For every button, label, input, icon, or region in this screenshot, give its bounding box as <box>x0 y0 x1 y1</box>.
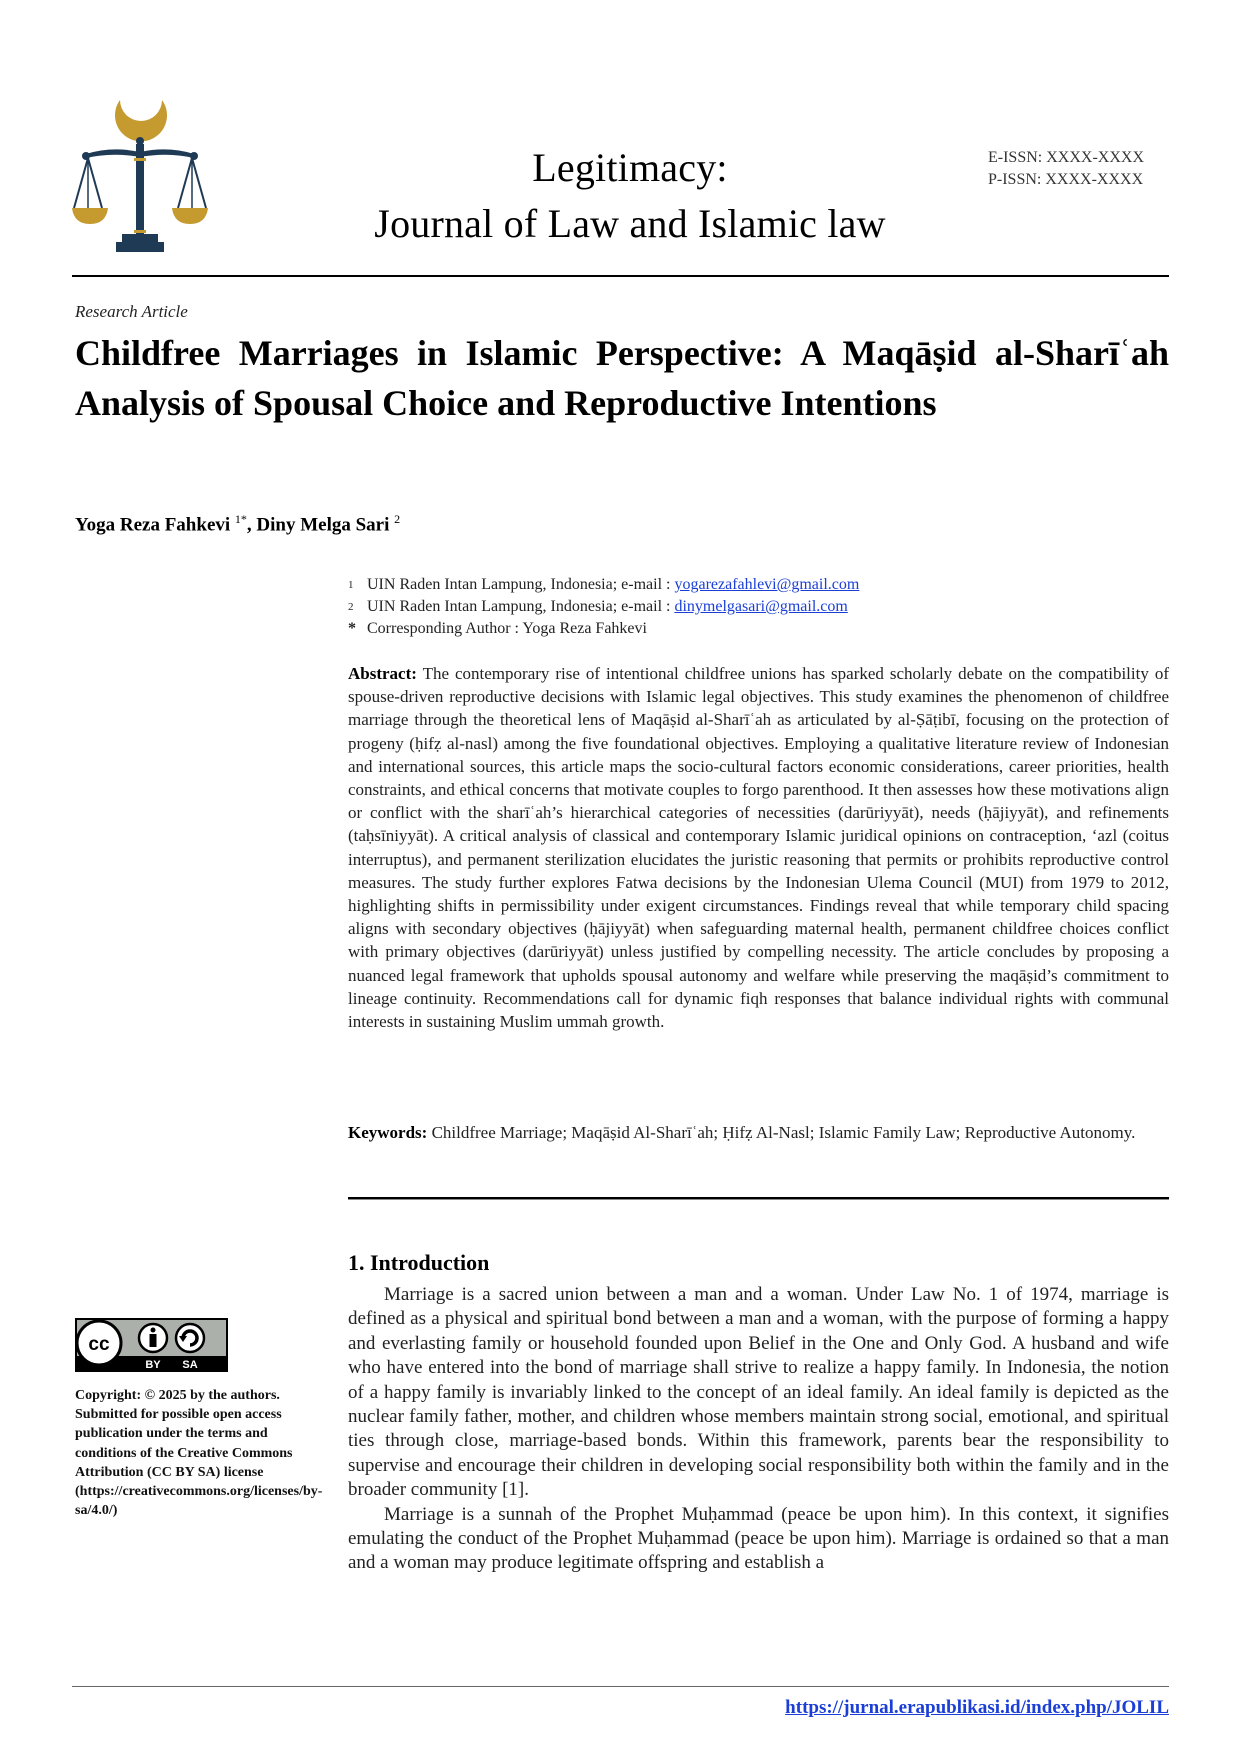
journal-url-link[interactable]: https://jurnal.erapublikasi.id/index.php… <box>785 1697 1169 1718</box>
author-email-link[interactable]: yogarezafahlevi@gmail.com <box>674 576 860 593</box>
author-marks: 2 <box>394 512 401 526</box>
issn-block: E-ISSN: XXXX-XXXX P-ISSN: XXXX-XXXX <box>988 147 1144 191</box>
journal-name-line1: Legitimacy: <box>532 145 728 190</box>
scales-of-justice-crescent-icon <box>72 100 208 252</box>
by-label: BY <box>145 1359 161 1371</box>
keywords-text: Childfree Marriage; Maqāṣid Al-Sharīʿah;… <box>431 1123 1136 1142</box>
author-list: Yoga Reza Fahkevi 1*, Diny Melga Sari 2 <box>75 512 400 536</box>
keywords: Keywords: Childfree Marriage; Maqāṣid Al… <box>348 1121 1169 1144</box>
affiliation-item: 2 UIN Raden Intan Lampung, Indonesia; e-… <box>348 596 859 618</box>
keywords-label: Keywords: <box>348 1123 428 1142</box>
body-paragraph: Marriage is a sunnah of the Prophet Muḥa… <box>348 1503 1169 1574</box>
journal-name-line2: Journal of Law and Islamic law <box>374 201 886 246</box>
affiliation-item: 1 UIN Raden Intan Lampung, Indonesia; e-… <box>348 574 859 596</box>
introduction-body: Marriage is a sacred union between a man… <box>348 1283 1169 1576</box>
journal-logo <box>72 96 208 256</box>
abstract: Abstract: The contemporary rise of inten… <box>348 662 1169 1033</box>
cc-by-sa-badge[interactable]: cc BY SA <box>75 1318 228 1372</box>
affiliation-text: Corresponding Author : Yoga Reza Fahkevi <box>367 620 647 637</box>
corresponding-author: * Corresponding Author : Yoga Reza Fahke… <box>348 618 859 640</box>
author-name: Diny Melga Sari <box>256 514 390 536</box>
affiliation-text: UIN Raden Intan Lampung, Indonesia; e-ma… <box>367 598 675 615</box>
affiliation-mark: 2 <box>348 601 354 613</box>
author-marks: 1* <box>234 512 247 526</box>
sa-label: SA <box>182 1359 197 1371</box>
abstract-divider <box>348 1197 1169 1199</box>
creative-commons-icon: cc <box>75 1319 123 1367</box>
share-alike-icon <box>174 1322 206 1354</box>
body-paragraph: Marriage is a sacred union between a man… <box>348 1284 1169 1501</box>
e-issn: E-ISSN: XXXX-XXXX <box>988 149 1144 166</box>
copyright-notice: Copyright: © 2025 by the authors. Submit… <box>75 1388 323 1519</box>
author-name: Yoga Reza Fahkevi <box>75 514 231 536</box>
svg-text:cc: cc <box>88 1334 110 1355</box>
author-email-link[interactable]: dinymelgasari@gmail.com <box>674 598 848 615</box>
affiliations: 1 UIN Raden Intan Lampung, Indonesia; e-… <box>348 574 859 640</box>
section-heading: 1. Introduction <box>348 1250 490 1275</box>
affiliation-text: UIN Raden Intan Lampung, Indonesia; e-ma… <box>367 576 675 593</box>
abstract-label: Abstract: <box>348 664 417 683</box>
article-type: Research Article <box>75 302 188 321</box>
author-separator: , <box>246 514 257 536</box>
footer-divider <box>72 1686 1169 1687</box>
journal-title: Legitimacy: Journal of Law and Islamic l… <box>300 140 960 252</box>
affiliation-mark: * <box>348 620 356 637</box>
abstract-text: The contemporary rise of intentional chi… <box>348 664 1169 1032</box>
article-title: Childfree Marriages in Islamic Perspecti… <box>75 333 1169 423</box>
affiliation-mark: 1 <box>348 579 354 591</box>
header-divider <box>72 275 1169 277</box>
attribution-icon <box>137 1322 169 1354</box>
p-issn: P-ISSN: XXXX-XXXX <box>988 171 1144 188</box>
